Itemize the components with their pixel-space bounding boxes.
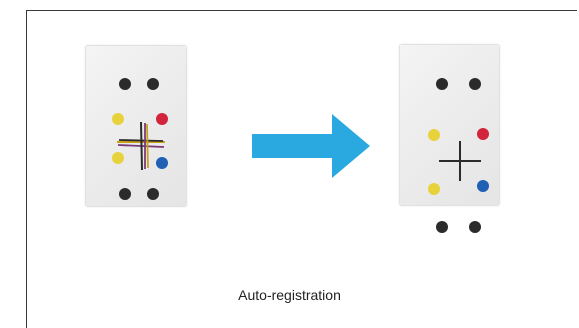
misaligned-cross-icon xyxy=(117,121,165,171)
sheet-after-registration xyxy=(400,45,499,233)
yellow-dot xyxy=(428,183,440,195)
magenta-dot xyxy=(156,113,168,125)
cyan-dot xyxy=(477,180,489,192)
black-dot xyxy=(469,221,481,233)
yellow-dot xyxy=(428,129,440,141)
magenta-dot xyxy=(477,128,489,140)
sheet-before-registration xyxy=(86,46,186,206)
cyan-dot xyxy=(156,157,168,169)
black-dot xyxy=(436,78,448,90)
yellow-dot xyxy=(112,152,124,164)
black-dot xyxy=(469,78,481,90)
black-dot xyxy=(147,188,159,200)
right-arrow-icon xyxy=(252,114,370,178)
diagram-caption: Auto-registration xyxy=(238,287,341,303)
black-dot xyxy=(436,221,448,233)
diagram-frame: Auto-registration xyxy=(26,10,577,328)
aligned-cross-icon xyxy=(439,141,481,181)
yellow-dot xyxy=(112,113,124,125)
black-dot xyxy=(147,78,159,90)
black-dot xyxy=(119,78,131,90)
black-dot xyxy=(119,188,131,200)
